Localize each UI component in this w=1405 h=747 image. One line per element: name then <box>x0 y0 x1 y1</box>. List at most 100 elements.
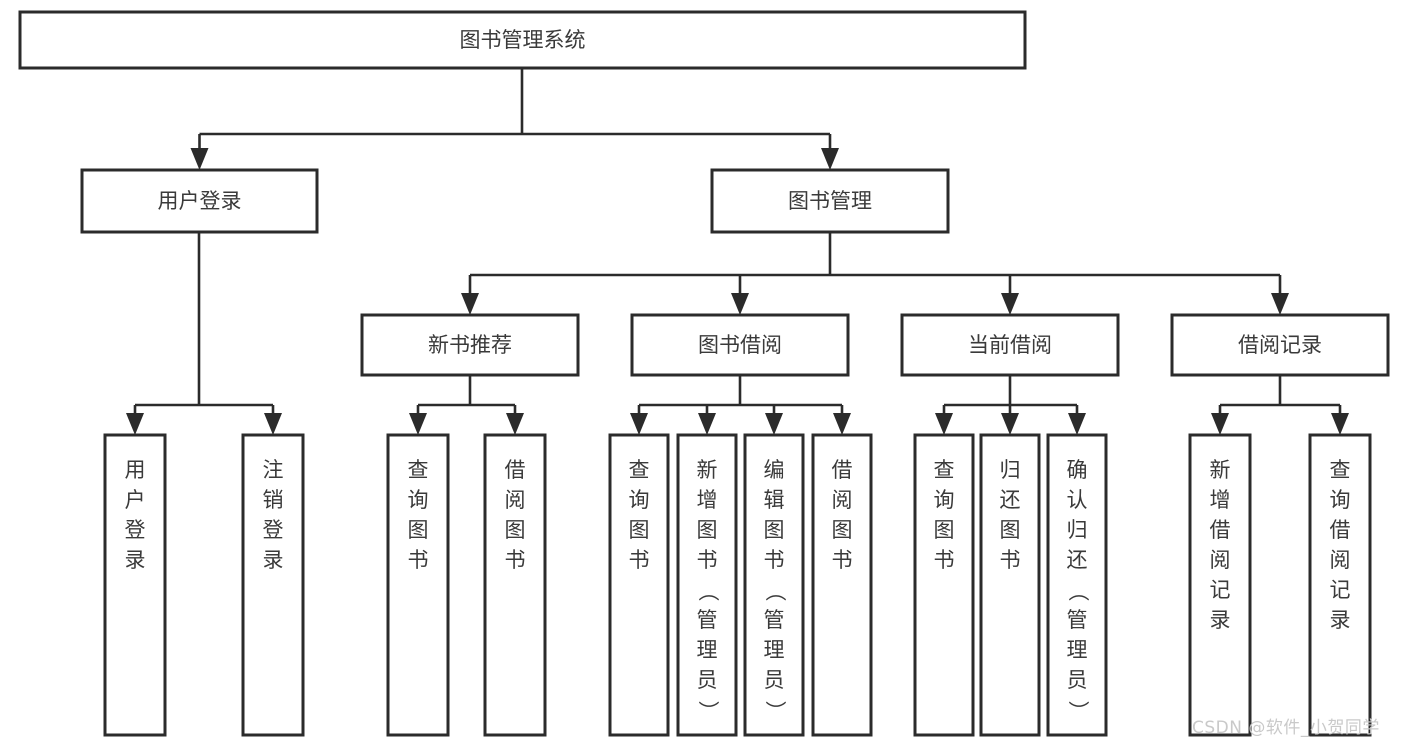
node-label-char: 录 <box>1210 608 1231 632</box>
node-l3-record[interactable]: 借阅记录 <box>1170 313 1390 377</box>
node-box <box>608 433 670 737</box>
node-label: 图书管理 <box>788 189 872 213</box>
node-label-char: 图 <box>832 518 853 542</box>
node-label-char: （ <box>696 581 720 602</box>
node-box <box>18 10 1027 70</box>
connector-arrowhead <box>821 148 839 170</box>
node-l3-current[interactable]: 当前借阅 <box>900 313 1120 377</box>
node-label-char: 阅 <box>505 488 526 512</box>
node-label-char: 询 <box>629 488 650 512</box>
connector-arrowhead <box>1331 413 1349 435</box>
node-label-char: 登 <box>263 518 284 542</box>
node-label-char: 借 <box>505 458 526 482</box>
node-label-char: 图 <box>934 518 955 542</box>
node-l3-borrow[interactable]: 图书借阅 <box>630 313 850 377</box>
connector-arrowhead <box>935 413 953 435</box>
node-root[interactable]: 图书管理系统 <box>18 10 1027 70</box>
node-label-char: 编 <box>764 458 785 482</box>
node-l2-book[interactable]: 图书管理 <box>710 168 950 234</box>
node-box <box>979 433 1041 737</box>
node-label-char: 认 <box>1067 488 1088 512</box>
node-label-char: 户 <box>125 488 146 512</box>
node-box <box>483 433 547 737</box>
node-label-char: ） <box>763 701 787 722</box>
node-label-char: 借 <box>1330 518 1351 542</box>
node-label-char: 录 <box>125 548 146 572</box>
node-label-char: 员 <box>1067 668 1088 692</box>
connector-arrowhead <box>833 413 851 435</box>
node-l2-user[interactable]: 用户登录 <box>80 168 319 234</box>
node-box <box>386 433 450 737</box>
node-label-char: 书 <box>697 548 718 572</box>
node-label-char: 辑 <box>764 488 785 512</box>
connector-arrowhead <box>1271 293 1289 315</box>
node-label-char: 书 <box>629 548 650 572</box>
connector-arrowhead <box>1001 293 1019 315</box>
node-label-char: 书 <box>1000 548 1021 572</box>
node-label-char: 借 <box>832 458 853 482</box>
node-label-char: 记 <box>1210 578 1231 602</box>
node-label-char: 记 <box>1330 578 1351 602</box>
node-label-char: 阅 <box>1210 548 1231 572</box>
connector-arrowhead <box>1211 413 1229 435</box>
connector-arrowhead <box>698 413 716 435</box>
node-label-char: 图 <box>697 518 718 542</box>
node-label-char: 管 <box>697 608 718 632</box>
node-label-char: 归 <box>1000 458 1021 482</box>
node-box <box>630 313 850 377</box>
node-label-char: 还 <box>1000 488 1021 512</box>
node-label-char: ） <box>696 701 720 722</box>
node-label-char: 借 <box>1210 518 1231 542</box>
node-label-char: 书 <box>764 548 785 572</box>
connector-arrowhead <box>1068 413 1086 435</box>
node-box <box>900 313 1120 377</box>
node-label-char: 理 <box>697 638 718 662</box>
connector-arrowhead <box>264 413 282 435</box>
node-label-char: 注 <box>263 458 284 482</box>
node-label-char: 查 <box>934 458 955 482</box>
node-label-char: 管 <box>1067 608 1088 632</box>
connector-arrowhead <box>1001 413 1019 435</box>
node-leaf-user-login[interactable]: 用户登录 <box>103 433 167 737</box>
node-label-char: 登 <box>125 518 146 542</box>
node-label-char: （ <box>1066 581 1090 602</box>
node-label-char: 阅 <box>832 488 853 512</box>
node-label-char: 还 <box>1067 548 1088 572</box>
node-label-char: 归 <box>1067 518 1088 542</box>
node-label-char: 阅 <box>1330 548 1351 572</box>
connector-arrowhead <box>126 413 144 435</box>
connector-arrowhead <box>731 293 749 315</box>
node-label-char: 查 <box>1330 458 1351 482</box>
node-label-char: 理 <box>764 638 785 662</box>
node-label-char: 图 <box>408 518 429 542</box>
node-label: 图书管理系统 <box>460 28 586 52</box>
connector-arrowhead <box>765 413 783 435</box>
node-label-char: 增 <box>1210 488 1231 512</box>
node-label-char: 书 <box>505 548 526 572</box>
node-l3-new[interactable]: 新书推荐 <box>360 313 580 377</box>
connector-arrowhead <box>630 413 648 435</box>
node-label: 借阅记录 <box>1238 333 1322 357</box>
node-label-char: 录 <box>1330 608 1351 632</box>
node-layer: 图书管理系统用户登录图书管理新书推荐图书借阅当前借阅借阅记录用户登录注销登录查询… <box>18 10 1390 737</box>
node-box <box>710 168 950 234</box>
node-label-char: 新 <box>1210 458 1231 482</box>
node-label-char: 图 <box>505 518 526 542</box>
node-box <box>241 433 305 737</box>
node-label-char: 图 <box>1000 518 1021 542</box>
node-label-char: 销 <box>263 488 284 512</box>
